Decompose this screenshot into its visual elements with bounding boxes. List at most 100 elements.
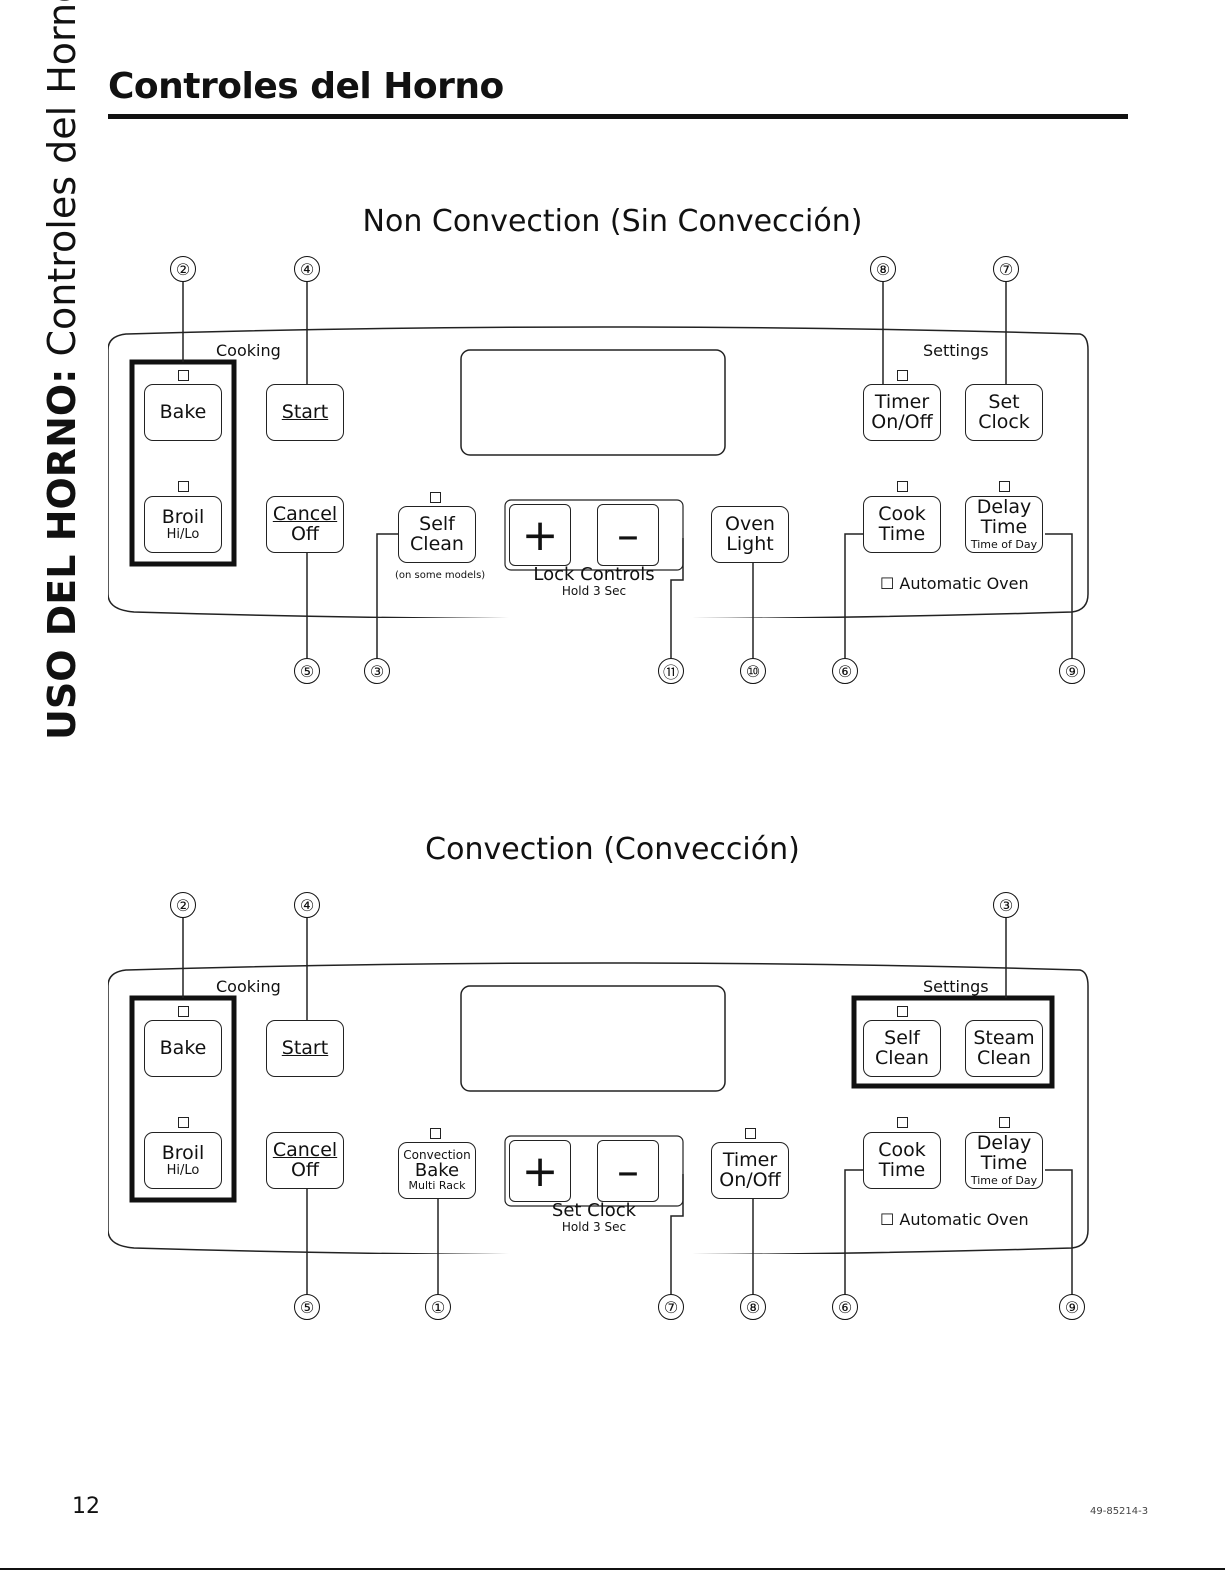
broil-sub-label-2: Hi/Lo: [166, 1162, 200, 1178]
delay-time-indicator: [999, 481, 1010, 492]
bottom-rule: [0, 1568, 1225, 1570]
timer-label-2: Timer: [722, 1148, 778, 1171]
broil-label-2: Broil: [161, 1141, 205, 1164]
bake-indicator: [178, 370, 189, 381]
clock-label: Clock: [978, 410, 1030, 433]
broil-sub-label: Hi/Lo: [166, 526, 200, 542]
set-clock-button[interactable]: Set Clock: [965, 384, 1043, 441]
callout-3-clean-group: ③: [993, 892, 1019, 918]
start-label: Start: [281, 400, 329, 423]
callout-6-cook-time: ⑥: [832, 658, 858, 684]
settings-label-2: Settings: [923, 977, 989, 996]
side-title-normal: Controles del Horno: [40, 0, 84, 369]
callout-2-bake-broil: ②: [170, 256, 196, 282]
section1-title: Non Convection (Sin Convección): [362, 204, 863, 239]
callout-3-self-clean: ③: [364, 658, 390, 684]
bake-indicator-2: [178, 1006, 189, 1017]
time-of-day-label: Time of Day: [970, 538, 1038, 552]
cook-time-indicator: [897, 481, 908, 492]
control-panel-convection: Cooking Settings Bake Broil Hi/Lo Start …: [108, 962, 1098, 1254]
hold-3-sec-label-2: Hold 3 Sec: [561, 1220, 627, 1234]
minus-button-2[interactable]: –: [597, 1140, 659, 1202]
steam-clean-button[interactable]: Steam Clean: [965, 1020, 1043, 1077]
callout-2-bake-broil-2: ②: [170, 892, 196, 918]
broil-button[interactable]: Broil Hi/Lo: [144, 496, 222, 553]
settings-label: Settings: [923, 341, 989, 360]
delay-time-button[interactable]: Delay Time Time of Day: [965, 496, 1043, 553]
cancel-label-2: Cancel: [272, 1138, 338, 1161]
cook-time-button-2[interactable]: Cook Time: [863, 1132, 941, 1189]
plus-button-2[interactable]: +: [509, 1140, 571, 1202]
cancel-off-button[interactable]: Cancel Off: [266, 496, 344, 553]
delay-label-2: Delay: [976, 1132, 1032, 1155]
self-clean-indicator-2: [897, 1006, 908, 1017]
multi-rack-label: Multi Rack: [408, 1179, 466, 1193]
cook-label-2: Cook: [878, 1138, 926, 1161]
callout-5-cancel: ⑤: [294, 658, 320, 684]
cooking-label: Cooking: [216, 341, 281, 360]
on-off-label: On/Off: [871, 410, 933, 433]
bake-button[interactable]: Bake: [144, 384, 222, 441]
callout-11-lock: ⑪: [658, 658, 684, 684]
automatic-oven-label: ☐ Automatic Oven: [880, 574, 1029, 593]
set-clock-label: Set Clock: [551, 1200, 637, 1221]
cancel-off-button-2[interactable]: Cancel Off: [266, 1132, 344, 1189]
minus-button[interactable]: –: [597, 504, 659, 566]
oven-label: Oven: [725, 512, 775, 535]
bake-label-2: Bake: [159, 1036, 207, 1059]
cook-time-button[interactable]: Cook Time: [863, 496, 941, 553]
set-label: Set: [988, 390, 1020, 413]
timer-on-off-button-2[interactable]: Timer On/Off: [711, 1142, 789, 1199]
timer-label: Timer: [874, 390, 930, 413]
delay-time-label-2: Time: [980, 1152, 1028, 1175]
side-title-bold: USO DEL HORNO:: [40, 368, 84, 740]
delay-time-button-2[interactable]: Delay Time Time of Day: [965, 1132, 1043, 1189]
clean-label-2: Clean: [875, 1046, 929, 1069]
off-label-2: Off: [290, 1158, 320, 1181]
on-some-models-note: (on some models): [395, 570, 486, 581]
plus-button[interactable]: +: [509, 504, 571, 566]
hold-3-sec-label: Hold 3 Sec: [561, 584, 627, 598]
callout-8-timer: ⑧: [870, 256, 896, 282]
oven-light-button[interactable]: Oven Light: [711, 506, 789, 563]
automatic-oven-label-2: ☐ Automatic Oven: [880, 1210, 1029, 1229]
section2-title: Convection (Convección): [425, 832, 800, 867]
callout-9-delay-time-2: ⑨: [1059, 1294, 1085, 1320]
callout-8-timer-2: ⑧: [740, 1294, 766, 1320]
convection-bake-button[interactable]: Convection Bake Multi Rack: [398, 1142, 476, 1199]
callout-1-convection-bake: ①: [425, 1294, 451, 1320]
delay-time-label: Time: [980, 516, 1028, 539]
start-button[interactable]: Start: [266, 384, 344, 441]
start-button-2[interactable]: Start: [266, 1020, 344, 1077]
control-panel-non-convection: Cooking Settings Bake Broil Hi/Lo Start …: [108, 326, 1098, 618]
cook-time-label: Time: [878, 522, 926, 545]
broil-label: Broil: [161, 505, 205, 528]
broil-button-2[interactable]: Broil Hi/Lo: [144, 1132, 222, 1189]
convection-bake-indicator: [430, 1128, 441, 1139]
start-label-2: Start: [281, 1036, 329, 1059]
cook-time-label-2: Time: [878, 1158, 926, 1181]
self-label-2: Self: [884, 1026, 920, 1049]
callout-7-set-clock: ⑦: [993, 256, 1019, 282]
page-title: Controles del Horno: [108, 66, 504, 107]
timer-on-off-button[interactable]: Timer On/Off: [863, 384, 941, 441]
callout-9-delay-time: ⑨: [1059, 658, 1085, 684]
callout-5-cancel-2: ⑤: [294, 1294, 320, 1320]
self-clean-button-2[interactable]: Self Clean: [863, 1020, 941, 1077]
broil-indicator-2: [178, 1117, 189, 1128]
light-label: Light: [726, 532, 774, 555]
timer-indicator-2: [745, 1128, 756, 1139]
broil-indicator: [178, 481, 189, 492]
self-label: Self: [419, 512, 455, 535]
callout-10-light: ⑩: [740, 658, 766, 684]
title-rule: [108, 114, 1128, 119]
timer-indicator: [897, 370, 908, 381]
bake-button-2[interactable]: Bake: [144, 1020, 222, 1077]
page-number: 12: [72, 1494, 100, 1519]
bake-label: Bake: [159, 400, 207, 423]
self-clean-button[interactable]: Self Clean: [398, 506, 476, 563]
clean-label: Clean: [410, 532, 464, 555]
cooking-label-2: Cooking: [216, 977, 281, 996]
callout-6-cook-time-2: ⑥: [832, 1294, 858, 1320]
cancel-label: Cancel: [272, 502, 338, 525]
